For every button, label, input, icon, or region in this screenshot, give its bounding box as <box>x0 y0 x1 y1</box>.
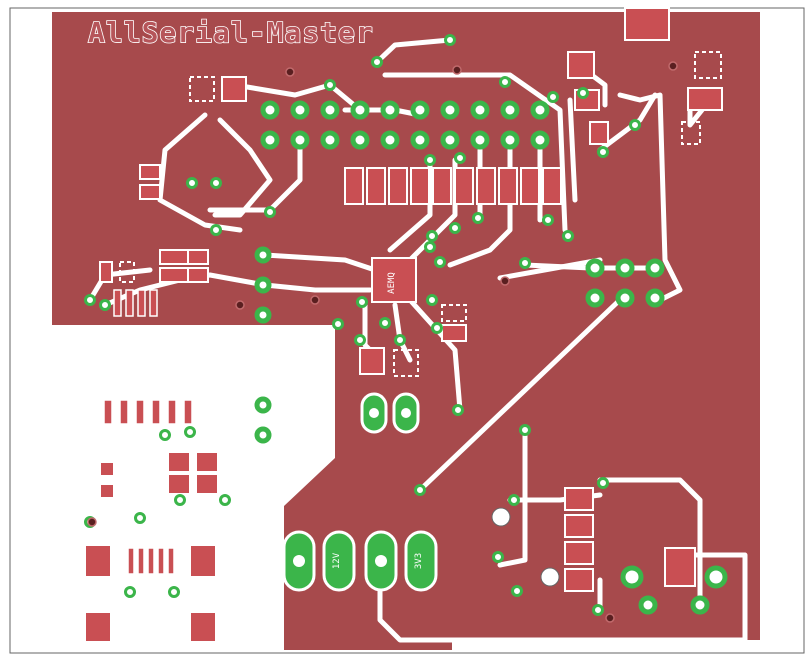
qfn-chip: AEMQ <box>371 257 417 303</box>
header-pad-row <box>344 167 562 205</box>
through-hole-pads <box>254 100 728 615</box>
board-title: AllSerial-Master <box>87 15 374 50</box>
fine-pitch-pads <box>103 289 193 575</box>
oval-pads: 12V 3V3 <box>282 392 438 592</box>
mounting-holes <box>491 507 560 587</box>
label-3v3: 3V3 <box>414 553 424 569</box>
smd-pads <box>84 7 723 643</box>
ground-vias <box>87 61 678 623</box>
chip-label: AEMQ <box>387 272 397 294</box>
label-12v: 12V <box>332 552 342 569</box>
